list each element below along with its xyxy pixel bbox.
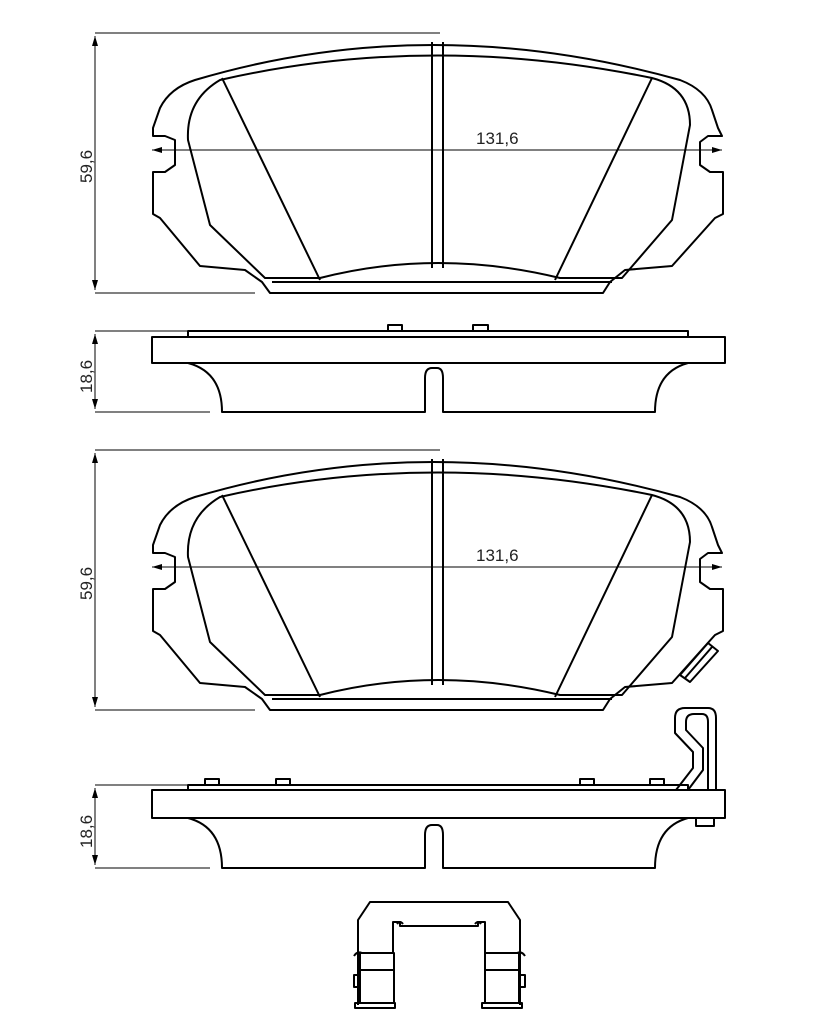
thickness-dimension-label: 18,6 — [77, 815, 96, 848]
pad-side-view: 18,6 — [77, 324, 726, 413]
mounting-clip — [353, 901, 526, 1009]
width-dimension-label: 131,6 — [476, 129, 519, 148]
pad-side-view-with-sensor: 18,6 — [77, 707, 726, 869]
wear-sensor — [679, 642, 719, 683]
width-dimension-label: 131,6 — [476, 546, 519, 565]
pad-front-view: 59,6 131,6 — [77, 33, 723, 293]
height-dimension-label: 59,6 — [77, 567, 96, 600]
wear-sensor-clip — [674, 707, 717, 791]
thickness-dimension-label: 18,6 — [77, 360, 96, 393]
pad-front-view-with-sensor: 59,6 131,6 — [77, 450, 723, 710]
height-dimension-label: 59,6 — [77, 150, 96, 183]
